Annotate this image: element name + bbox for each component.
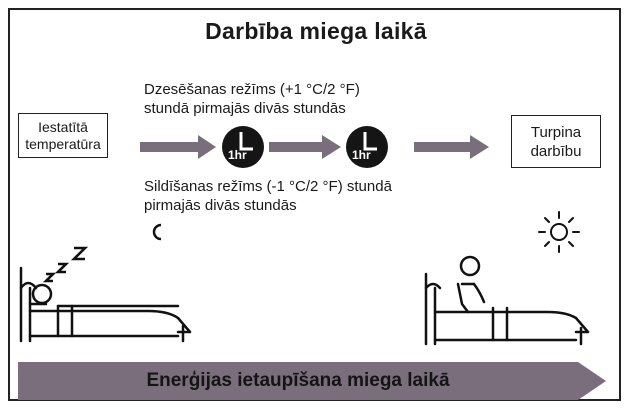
continue-line1: Turpina [530, 123, 582, 141]
clock-label: 1hr [352, 148, 371, 162]
sleep-zzz-icon [42, 246, 89, 283]
set-temperature-line2: temperatūra [25, 135, 101, 152]
sun-icon [538, 211, 580, 253]
arrow-right-icon [140, 135, 216, 159]
heating-mode-text-line1: Sildīšanas režīms (-1 °C/2 °F) stundā [144, 178, 392, 195]
continue-line2: darbību [530, 142, 582, 160]
energy-saving-banner-text: Enerģijas ietaupīšana miega laikā [146, 370, 450, 391]
sleeping-person-icon [19, 266, 192, 343]
clock-label: 1hr [228, 148, 247, 162]
clock-icon [346, 126, 388, 168]
set-temperature-box: Iestatītā temperatūra [18, 113, 108, 158]
continue-operation-box: Turpina darbību [511, 115, 601, 168]
clock-icon [222, 126, 264, 168]
set-temperature-line1: Iestatītā [38, 118, 88, 135]
cooling-mode-text-line2: stundā pirmajās divās stundās [144, 100, 346, 117]
energy-saving-banner-arrow [18, 362, 606, 400]
diagram-title: Darbība miega laikā [205, 18, 427, 44]
sitting-person-icon [424, 255, 590, 346]
moon-icon [152, 223, 162, 241]
arrow-right-icon [269, 135, 341, 159]
cooling-mode-text-line1: Dzesēšanas režīms (+1 °C/2 °F) [144, 81, 360, 98]
arrow-right-icon [414, 135, 489, 159]
heating-mode-text-line2: pirmajās divās stundās [144, 197, 297, 214]
